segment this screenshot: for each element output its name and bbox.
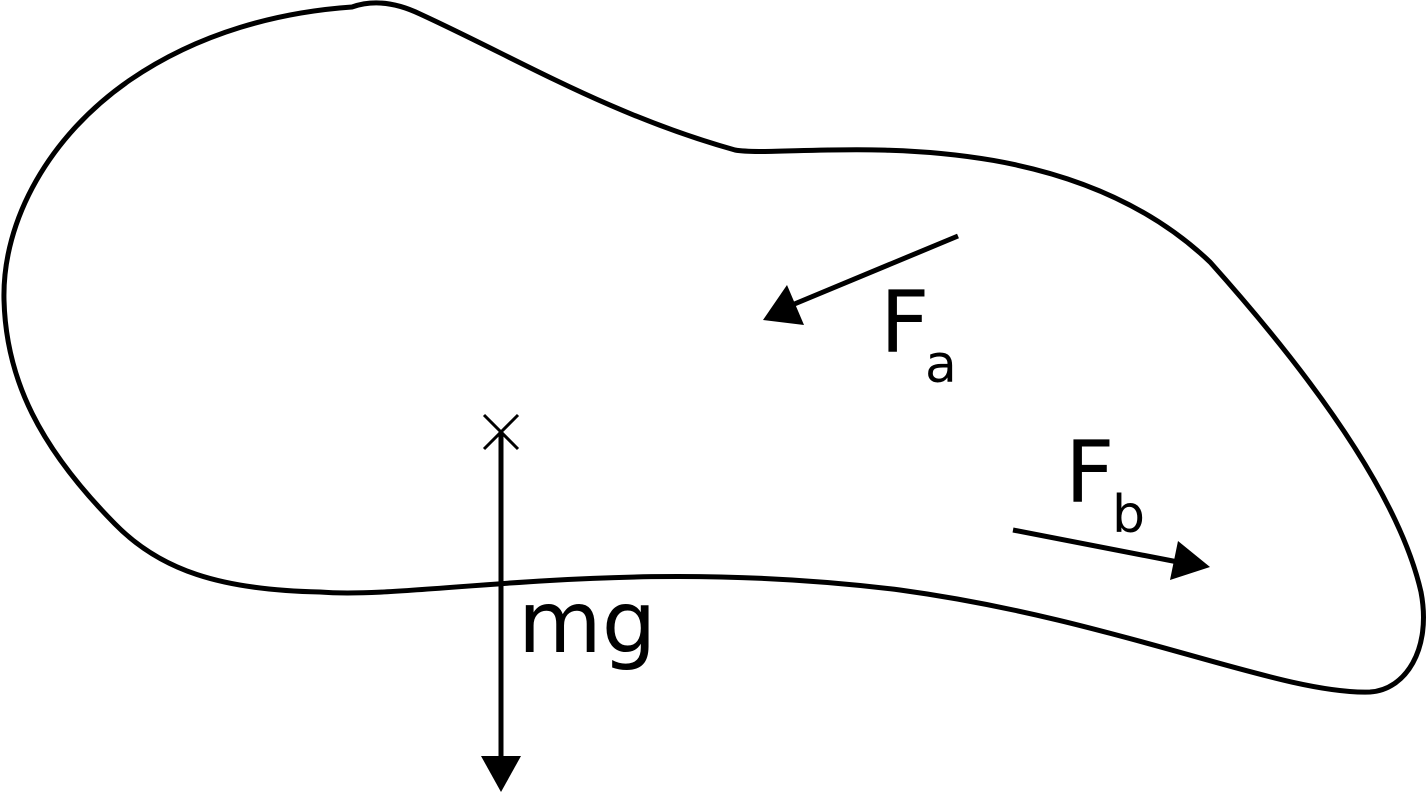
weight-label: mg <box>518 573 656 673</box>
force-a-arrow-shaft <box>791 233 959 308</box>
force-b-symbol: F <box>1065 423 1114 523</box>
force-b-arrow-shaft <box>1012 527 1179 565</box>
force-b-arrowhead <box>1170 541 1210 580</box>
force-a-arrowhead <box>763 285 804 325</box>
force-a-symbol: F <box>880 273 929 373</box>
force-a-subscript: a <box>925 335 957 395</box>
force-b-subscript: b <box>1112 485 1145 545</box>
weight-arrowhead <box>481 756 521 792</box>
body-outline <box>1 0 1426 695</box>
